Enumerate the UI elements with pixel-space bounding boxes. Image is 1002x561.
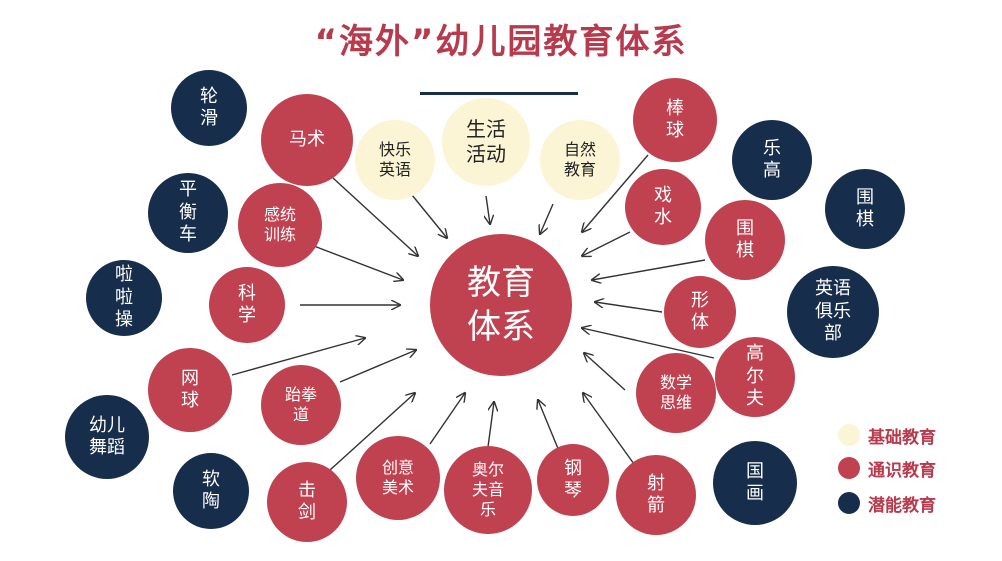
connector-arrow	[584, 353, 626, 391]
connector-arrow	[540, 203, 554, 234]
title-underline	[420, 92, 578, 95]
node-general: 棒 球	[633, 78, 717, 162]
diagram-title: “海外”幼儿园教育体系	[314, 22, 688, 62]
node-general: 奥尔 夫音 乐	[444, 446, 532, 534]
connector-arrow	[592, 259, 706, 280]
center-node: 教育 体系	[430, 234, 572, 376]
node-general: 创意 美术	[356, 436, 440, 520]
node-general: 感统 训练	[238, 183, 322, 267]
connector-arrow	[332, 177, 418, 256]
connector-arrow	[305, 242, 403, 280]
legend-swatch	[838, 424, 860, 446]
node-potential: 平 衡 车	[148, 173, 228, 253]
node-general: 科 学	[209, 267, 285, 343]
legend-item-general: 通识教育	[838, 455, 988, 481]
connector-arrow	[231, 338, 365, 376]
node-potential: 国 画	[713, 441, 797, 525]
node-general: 高 尔 夫	[715, 337, 795, 417]
node-general: 钢 琴	[537, 444, 609, 516]
legend-swatch	[838, 457, 860, 479]
node-potential: 软 陶	[173, 453, 249, 529]
node-general: 形 体	[664, 276, 736, 348]
connector-arrow	[538, 400, 560, 452]
legend-swatch	[838, 492, 860, 514]
node-basic: 快乐 英语	[355, 120, 435, 200]
connector-arrow	[582, 328, 715, 359]
node-basic: 生活 活动	[442, 98, 530, 186]
legend-item-potential: 潜能教育	[838, 490, 988, 516]
connector-arrow	[582, 154, 649, 232]
node-potential: 啦 啦 操	[86, 260, 162, 336]
connector-arrow	[411, 194, 447, 238]
node-potential: 英语 俱乐 部	[787, 266, 879, 358]
connector-arrow	[487, 402, 494, 448]
legend-label: 基础教育	[868, 427, 936, 448]
legend-label: 潜能教育	[868, 495, 936, 516]
node-general: 射 箭	[616, 455, 696, 535]
node-potential: 幼儿 舞蹈	[65, 395, 149, 479]
node-general: 马术	[261, 94, 353, 186]
connector-arrow	[486, 195, 490, 224]
node-potential: 围 棋	[825, 169, 905, 249]
node-potential: 轮 滑	[171, 70, 247, 146]
node-general: 跆拳 道	[261, 365, 341, 445]
legend-label: 通识教育	[868, 460, 936, 481]
connector-arrow	[582, 231, 631, 256]
node-general: 数学 思维	[636, 353, 716, 433]
node-general: 戏 水	[625, 169, 701, 245]
node-basic: 自然 教育	[540, 120, 620, 200]
connector-arrow	[583, 393, 635, 465]
connector-arrow	[339, 350, 416, 383]
node-general: 网 球	[148, 348, 232, 432]
connector-arrow	[329, 393, 415, 471]
node-potential: 乐 高	[732, 120, 812, 200]
node-general: 击 剑	[267, 462, 347, 542]
legend-item-basic: 基础教育	[838, 422, 988, 448]
node-general: 围 棋	[705, 200, 785, 280]
connector-arrow	[429, 393, 465, 445]
connector-arrow	[595, 302, 663, 313]
